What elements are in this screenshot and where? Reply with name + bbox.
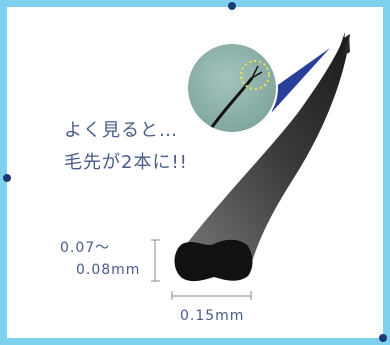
top-dot-icon (228, 2, 236, 10)
lash-tip-right (343, 34, 350, 56)
zoom-split-tip-b (251, 71, 263, 79)
left-dot-icon (3, 174, 11, 182)
lash-strand (176, 34, 350, 268)
bottom-right-dot-icon (379, 334, 387, 342)
zoom-pointer (268, 48, 330, 112)
lash-cross-section (174, 239, 253, 282)
width-label: 0.15mm (180, 308, 245, 324)
caption-line-2: 毛先が2本に!! (64, 152, 188, 173)
lash-tip-left (338, 32, 345, 56)
zoom-lash-hair (208, 77, 254, 131)
zoom-circle (188, 44, 276, 132)
zoom-highlight-ring (240, 60, 270, 90)
caption-line-1: よく見ると… (64, 120, 178, 141)
thickness-label-bottom: 0.08mm (76, 262, 141, 278)
thickness-label-top: 0.07～ (60, 240, 111, 256)
zoom-split-tip-a (251, 65, 259, 79)
